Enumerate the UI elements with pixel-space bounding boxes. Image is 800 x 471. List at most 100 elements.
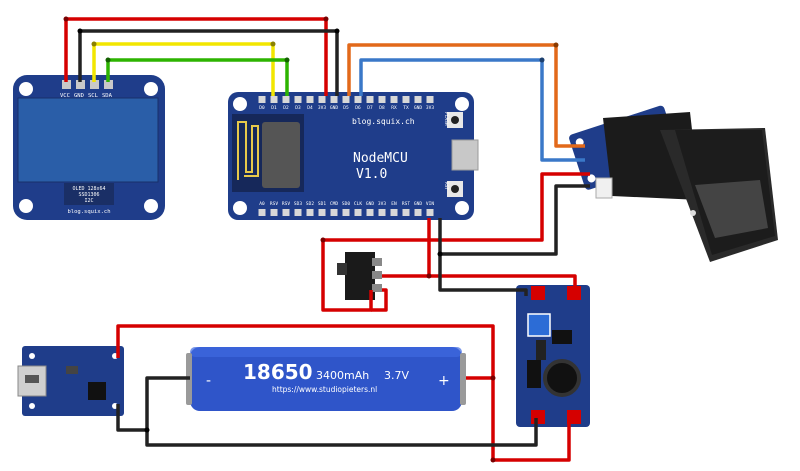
inductor-icon [543,359,581,397]
flash-button[interactable] [451,116,459,124]
nodemcu-pin-pad [378,96,386,103]
nodemcu-bottom-pin-label: EN [391,201,397,207]
slide-switch-icon[interactable] [337,252,382,300]
oled-pin-sda: SDA [102,93,113,99]
nodemcu-top-pin-label: D7 [367,105,373,111]
antenna-icon [237,121,259,180]
oled-label-line1: OLED 128x64 [72,186,105,192]
battery-url: https://www.studiopieters.nl [272,385,377,394]
nodemcu-pin-pad [330,96,338,103]
nodemcu-bottom-pin-label: SD0 [342,201,350,207]
nodemcu-top-pin-label: TX [403,105,409,111]
battery-plus: + [438,373,450,389]
nodemcu-pin-pad [294,209,302,216]
oled-pin-vcc: VCC [60,93,70,99]
oled-pin-gnd: GND [74,93,84,99]
nodemcu-pin-pad [318,209,326,216]
nodemcu-bottom-pin-label: CLK [354,201,362,207]
nodemcu-top-pin-label: RX [391,105,397,111]
oled-screen [18,98,158,182]
nodemcu-top-pin-label: D0 [259,105,265,111]
nodemcu-bottom-pin-label: GND [414,201,422,207]
wire-oled-sda [106,58,289,96]
nodemcu-pin-pad [414,96,422,103]
flash-label: FLASH [443,112,449,126]
nodemcu-pin-pad [270,209,278,216]
oled-pin-scl: SCL [88,93,99,99]
wire-charger-pos [116,324,571,462]
boost-converter-module [516,285,590,427]
usb-port-icon [451,139,479,171]
nodemcu-top-pin-label: D8 [379,105,385,111]
esp-shield [262,122,300,188]
nodemcu-top-pin-label: D2 [283,105,289,111]
nodemcu-pin-pad [258,209,266,216]
nodemcu-pin-pad [402,209,410,216]
wire-switch-2 [371,288,388,312]
battery-minus: - [206,373,211,389]
charger-module [17,346,124,416]
rst-label: RST [443,182,449,190]
nodemcu-top-pin-label: D3 [295,105,301,111]
wire-junctions [63,16,559,463]
nodemcu-pin-pad [366,96,374,103]
nodemcu-pin-pad [426,96,434,103]
wire-gnd-out [438,254,528,296]
battery-capacity: 3400mAh [316,369,369,382]
nodemcu-top-pin-label: D1 [271,105,277,111]
nodemcu-top-pin-label: GND [330,105,338,111]
nodemcu-pin-pad [270,96,278,103]
fingerprint-sensor [569,105,778,262]
nodemcu-top-pin-label: D5 [343,105,349,111]
nodemcu-pin-pad [342,209,350,216]
nodemcu-version: V1.0 [356,167,387,182]
oled-display-module: VCC GND SCL SDA OLED 128x64 SSD1306 I2C … [13,75,165,220]
nodemcu-top-pin-label: D4 [307,105,313,111]
nodemcu-pin-pad [318,96,326,103]
nodemcu-bottom-pin-label: VIN [426,201,434,207]
nodemcu-bottom-pin-label: SD2 [306,201,314,207]
rst-button[interactable] [451,185,459,193]
wire-charger-neg [116,404,538,447]
wire-fp-gnd [438,184,590,256]
nodemcu-pin-pad [426,209,434,216]
nodemcu-pin-pad [258,96,266,103]
nodemcu-pin-pad [378,209,386,216]
nodemcu-pin-pad [306,96,314,103]
nodemcu-bottom-pin-label: RSV [270,201,278,207]
nodemcu-bottom-pin-label: SD3 [294,201,302,207]
wire-oled-vcc [64,17,328,96]
nodemcu-bottom-pin-label: 3V3 [378,201,386,207]
nodemcu-top-pin-label: 3V3 [318,105,326,111]
battery-model: 18650 [243,360,313,384]
oled-label-line2: SSD1306 [78,192,99,198]
nodemcu-pin-pad [390,96,398,103]
wire-batt-neg [145,376,190,430]
nodemcu-top-pin-label: GND [414,105,422,111]
oled-url: blog.squix.ch [67,209,110,215]
nodemcu-bottom-pin-label: CMD [330,201,338,207]
nodemcu-pin-pad [282,209,290,216]
nodemcu-top-pin-label: 3V3 [426,105,434,111]
wire-oled-scl [92,42,275,96]
nodemcu-bottom-pin-label: GND [366,201,374,207]
nodemcu-pin-pad [330,209,338,216]
wire-vin [427,218,577,288]
nodemcu-pin-pad [390,209,398,216]
battery-voltage: 3.7V [384,369,409,382]
oled-label-line3: I2C [84,198,93,204]
nodemcu-url: blog.squix.ch [352,117,415,126]
nodemcu-bottom-pin-label: RST [402,201,410,207]
nodemcu-pin-pad [306,209,314,216]
wire-oled-gnd [78,29,339,96]
nodemcu-pin-pad [354,209,362,216]
nodemcu-bottom-pin-label: SD1 [318,201,326,207]
nodemcu-top-pin-label: D6 [355,105,361,111]
nodemcu-bottom-pin-label: A0 [259,201,265,207]
fingerprint-window-icon [695,180,768,238]
nodemcu-pin-pad [402,96,410,103]
nodemcu-pin-pad [366,209,374,216]
nodemcu-pin-pad [354,96,362,103]
